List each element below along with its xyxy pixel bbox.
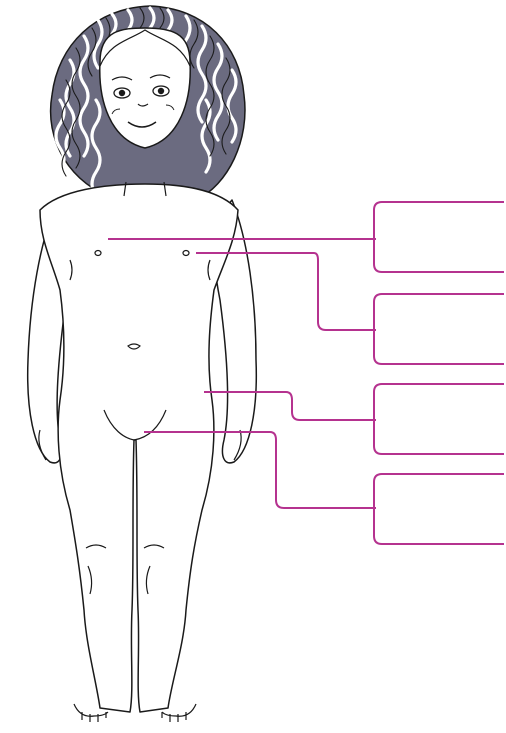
label-box-3[interactable] [376, 384, 504, 454]
right-eye [153, 86, 169, 96]
left-eye [114, 88, 130, 98]
torso-and-legs [40, 184, 238, 712]
body-outline [28, 184, 257, 712]
label-box-1[interactable] [376, 202, 504, 272]
label-box-4[interactable] [376, 474, 504, 544]
label-box-2[interactable] [376, 294, 504, 364]
